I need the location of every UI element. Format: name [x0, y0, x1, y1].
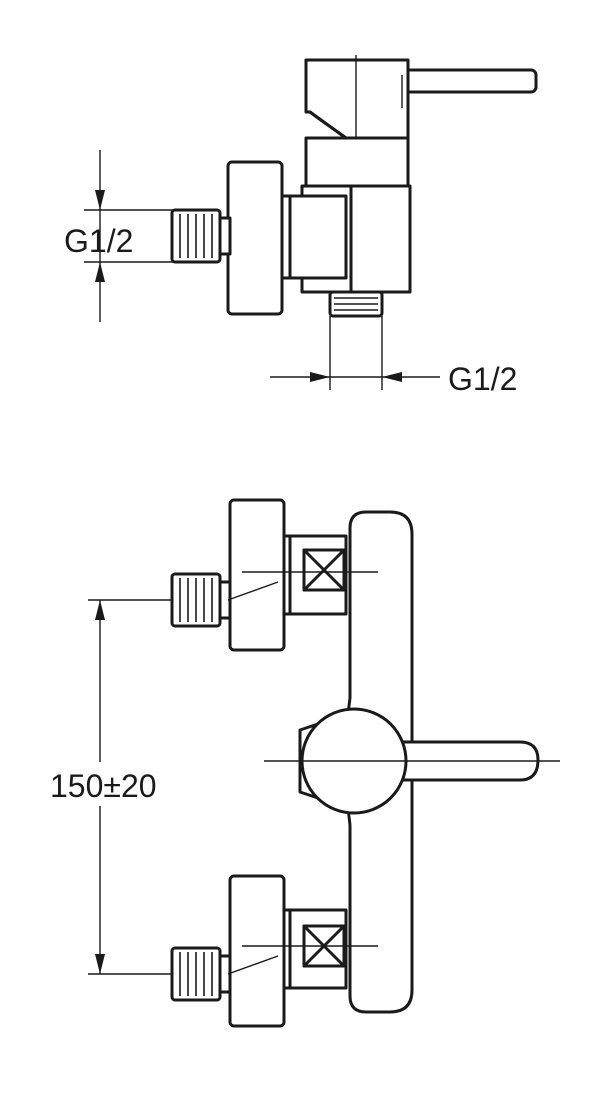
- dim-arrow: [95, 190, 105, 210]
- dim-arrow: [95, 600, 105, 620]
- front-view: 150±20: [46, 498, 560, 1028]
- inlet-spacing-label: 150±20: [50, 768, 157, 804]
- side-inlet-thread: [170, 208, 232, 264]
- dim-arrow: [95, 262, 105, 282]
- side-wall-flange: [226, 160, 284, 316]
- front-lever-handle: [264, 707, 560, 815]
- dim-arrow: [95, 954, 105, 974]
- side-top-cap: [304, 55, 410, 140]
- side-connector-block: [280, 194, 348, 280]
- dim-arrow: [382, 372, 402, 382]
- front-upper-connection: [170, 498, 378, 652]
- dimension-inlet-spacing: 150±20: [46, 599, 172, 975]
- side-view: G1/2 G1/2: [64, 55, 538, 397]
- lower-wall-flange: [228, 874, 286, 1028]
- front-lower-connection: [170, 874, 378, 1028]
- dimension-outlet-thread: G1/2: [270, 316, 517, 397]
- side-outlet-thread: [328, 290, 384, 318]
- upper-wall-flange: [228, 498, 286, 652]
- side-collar: [304, 136, 410, 188]
- dimension-inlet-thread: G1/2: [64, 150, 176, 322]
- outlet-thread-label: G1/2: [448, 361, 517, 397]
- dim-arrow: [310, 372, 330, 382]
- side-lever-handle: [398, 68, 538, 94]
- inlet-thread-label: G1/2: [64, 223, 133, 259]
